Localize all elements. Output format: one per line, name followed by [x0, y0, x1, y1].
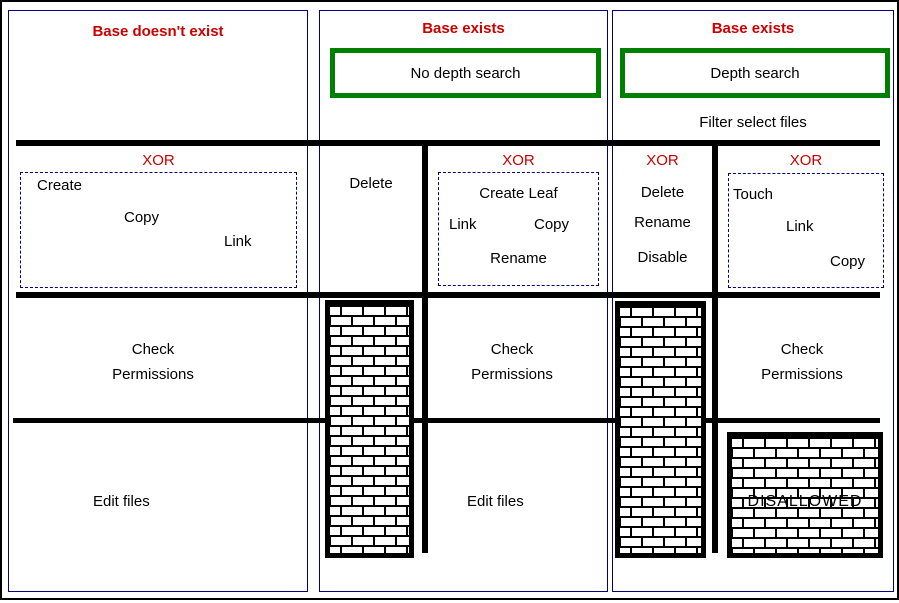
disallowed-label: DISALLOWED: [747, 493, 863, 510]
op-label-rename: Rename: [490, 250, 547, 267]
permissions-line: Permissions: [471, 366, 553, 383]
mode-label: No depth search: [410, 64, 521, 82]
stage-divider-line-middle: [16, 292, 880, 298]
edit-files-label: Edit files: [467, 493, 524, 510]
brick-pattern: [330, 305, 409, 553]
check-line: Check: [131, 341, 175, 358]
filter-select-files-note: Filter select files: [699, 114, 807, 131]
brick-wall-blocked-depth-left: [615, 301, 706, 558]
mode-box-depth-search: Depth search: [620, 48, 890, 98]
column-title: Base exists: [711, 20, 795, 37]
subcolumn-divider-col3: [712, 146, 718, 553]
brick-pattern: [620, 306, 701, 553]
column-title: Base exists: [422, 20, 505, 37]
check-line: Check: [780, 341, 824, 358]
mode-box-no-depth-search: No depth search: [330, 48, 601, 98]
subcolumn-divider-col2: [422, 146, 428, 553]
xor-label: XOR: [789, 152, 823, 169]
brick-pattern: [732, 437, 878, 553]
xor-label: XOR: [502, 152, 535, 169]
op-label-touch: Touch: [733, 186, 774, 203]
check-permissions-label: Check Permissions: [718, 337, 886, 387]
brick-wall-disallowed: DISALLOWED: [727, 432, 883, 558]
column-title: Base doesn't exist: [92, 23, 224, 40]
check-line: Check: [490, 341, 534, 358]
brick-wall-blocked-nodepth: [325, 300, 414, 558]
op-label-disable: Disable: [637, 249, 688, 266]
op-label-link: Link: [224, 233, 252, 250]
permissions-line: Permissions: [112, 366, 194, 383]
edit-files-label: Edit files: [93, 493, 150, 510]
op-label-create-leaf: Create Leaf: [479, 185, 558, 202]
operations-group-nodepth: Create Leaf Link Copy Rename: [438, 172, 599, 286]
op-label-copy: Copy: [124, 209, 160, 226]
check-permissions-label: Check Permissions: [428, 337, 596, 387]
stage-divider-line-top: [16, 140, 880, 146]
op-label-link: Link: [786, 218, 814, 235]
operations-group-base-missing: Create Copy Link: [20, 172, 297, 288]
op-label-link: Link: [449, 216, 477, 233]
check-permissions-label: Check Permissions: [8, 337, 298, 387]
stage-divider-line-bottom: [13, 418, 880, 423]
permissions-line: Permissions: [761, 366, 843, 383]
column-box-base-missing: [8, 10, 308, 592]
operations-group-depth: Touch Link Copy: [728, 173, 884, 288]
op-label-create: Create: [37, 177, 83, 194]
xor-label: XOR: [142, 152, 175, 169]
op-label-copy: Copy: [534, 216, 570, 233]
op-label-delete: Delete: [349, 175, 393, 192]
op-label-rename: Rename: [634, 214, 691, 231]
op-label-delete: Delete: [640, 184, 685, 201]
xor-label: XOR: [646, 152, 679, 169]
op-label-copy: Copy: [830, 253, 866, 270]
column-box-base-exists-nodepth: [319, 10, 608, 592]
mode-label: Depth search: [710, 64, 800, 82]
column-box-base-exists-depth: [612, 10, 894, 592]
